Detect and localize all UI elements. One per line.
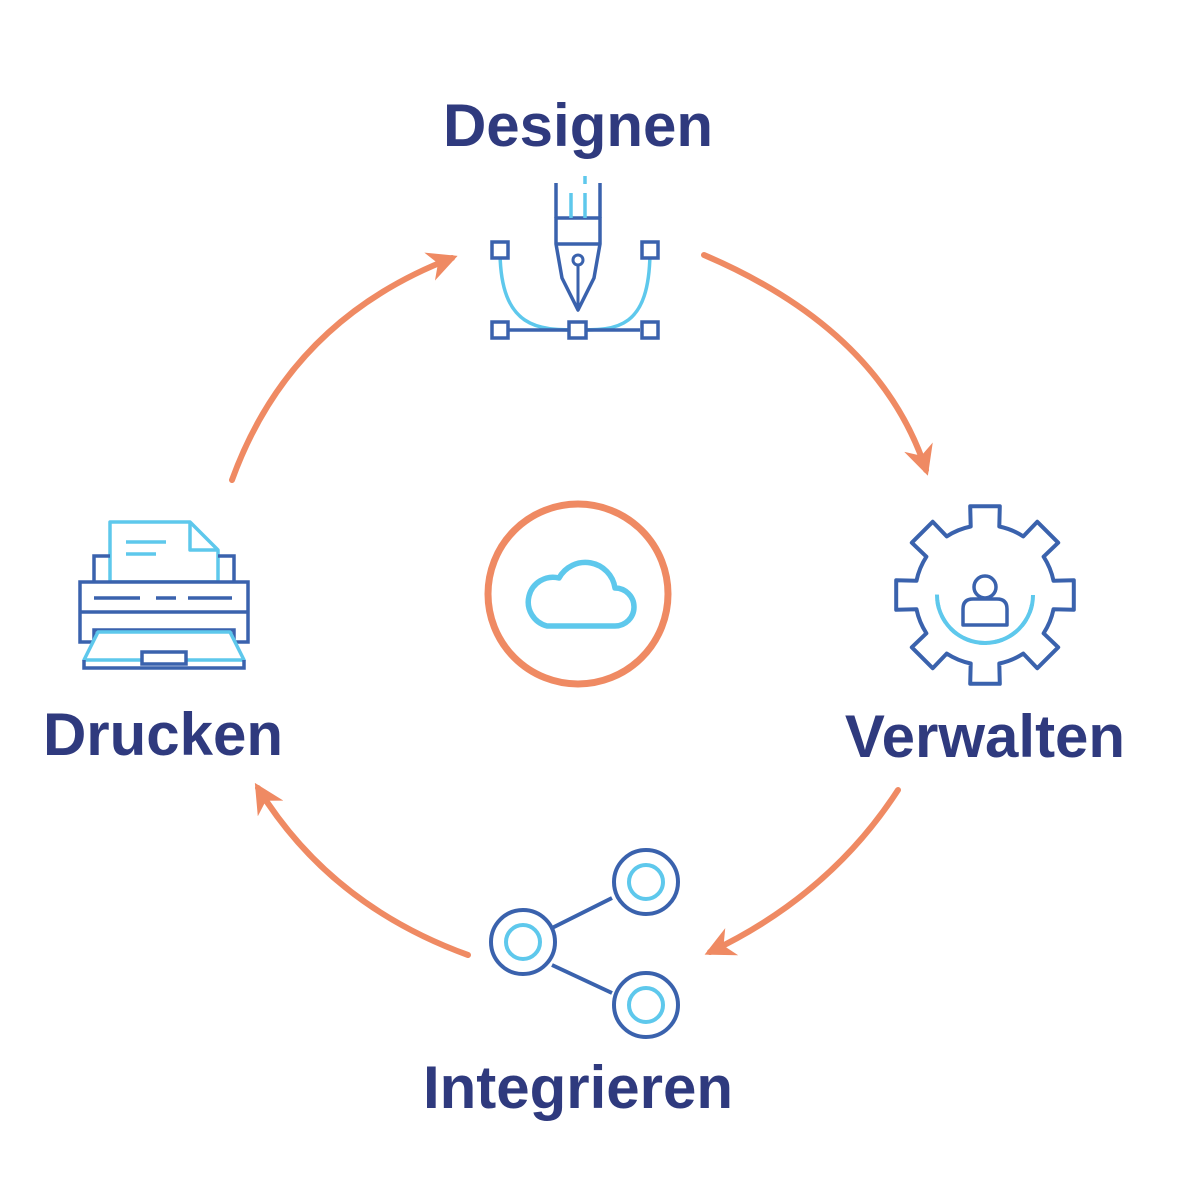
- pen-tool-icon: [490, 176, 660, 340]
- share-nodes-icon: [489, 848, 680, 1039]
- printer-icon: [78, 520, 250, 670]
- arrow-manage-to-integrate: [704, 787, 901, 956]
- step-label-designen: Designen: [442, 92, 714, 159]
- arrow-integrate-to-print: [254, 782, 471, 958]
- step-label-integrieren: Integrieren: [422, 1054, 734, 1121]
- step-label-drucken: Drucken: [42, 701, 284, 768]
- step-label-verwalten: Verwalten: [844, 703, 1126, 770]
- arrow-design-to-manage: [701, 252, 933, 476]
- cloud-icon: [525, 559, 637, 629]
- arrow-print-to-design: [229, 252, 458, 483]
- gear-user-icon: [894, 504, 1076, 686]
- center-cloud: [484, 500, 672, 688]
